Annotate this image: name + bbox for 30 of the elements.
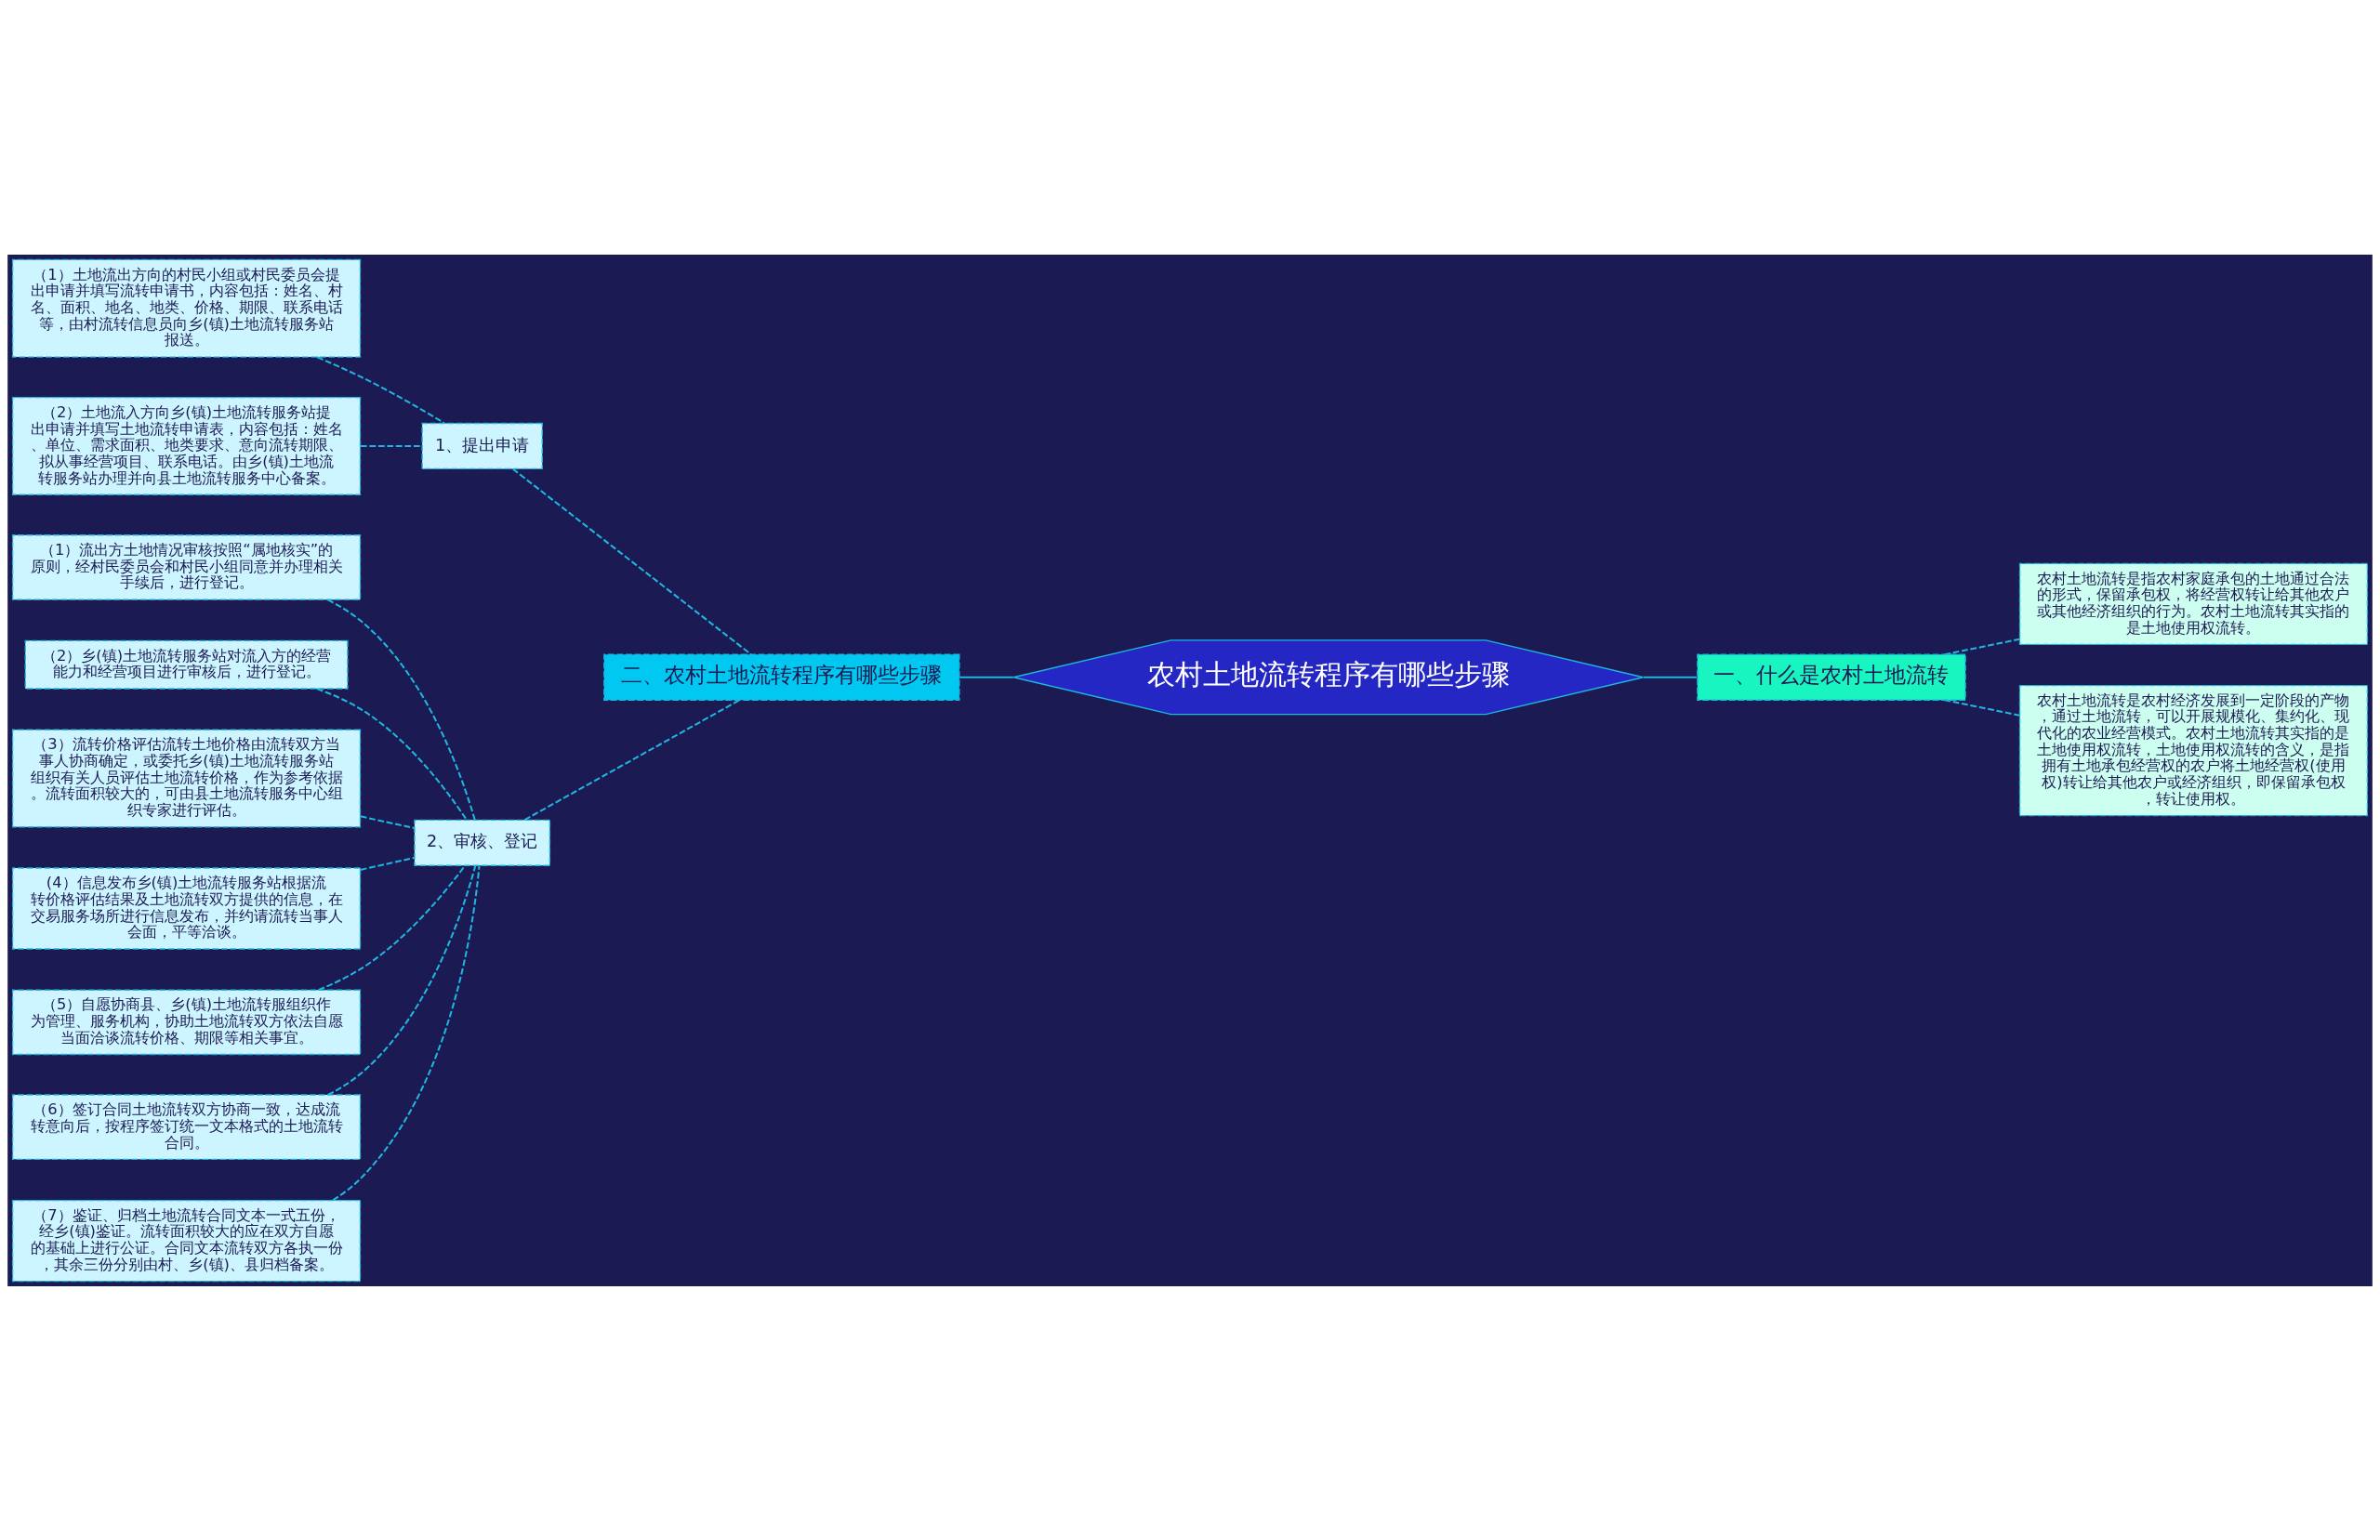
node-box: （2）土地流入方向乡(镇)土地流转服务站提出申请并填写土地流转申请表，内容包括：姓名、单位、需求面积、地类要求、意向流转期限、拟从事经营项目、联系电话。由乡(镇)土地流转服务站办理并向县土地流转服务中心备案。: [11, 396, 362, 495]
node-box: （6）签订合同土地流转双方协商一致，达成流转意向后，按程序签订统一文本格式的土地流转合同。: [11, 1093, 362, 1160]
node-box: （1）土地流出方向的村民小组或村民委员会提出申请并填写流转申请书，内容包括：姓名、村名、面积、地名、地类、价格、期限、联系电话等，由村流转信息员向乡(镇)土地流转服务站报送。: [11, 258, 362, 358]
node-box: 2、审核、登记: [414, 819, 551, 866]
node-box: （3）流转价格评估流转土地价格由流转双方当事人协商确定，或委托乡(镇)土地流转服务站组织有关人员评估土地流转价格，作为参考依据。流转面积较大的，可由县土地流转服务中心组织专家进行评估。: [11, 729, 362, 827]
connector: [318, 864, 466, 991]
connector: [360, 856, 415, 871]
connector: [1643, 676, 1698, 678]
connector: [959, 676, 1013, 678]
node-box: 二、农村土地流转程序有哪些步骤: [603, 653, 960, 701]
node-box: （2）乡(镇)土地流转服务站对流入方的经营能力和经营项目进行审核后，进行登记。: [24, 639, 349, 690]
node-box: 农村土地流转是农村经济发展到一定阶段的产物，通过土地流转，可以开展规模化、集约化、现代化的农业经营模式。农村土地流转其实指的是土地使用权流转，土地使用权流转的含义，是指拥有土地承包经营权的农户将土地经营权(使用权)转让给其他农户或经济组织，即保留承包权，转让使用权。: [2018, 684, 2369, 816]
node-box: 1、提出申请: [421, 422, 543, 469]
node-box: 农村土地流转是指农村家庭承包的土地通过合法的形式，保留承包权，将经营权转让给其他农户或其他经济组织的行为。农村土地流转其实指的是土地使用权流转。: [2018, 562, 2369, 645]
connector: [1944, 698, 2020, 717]
connector: [360, 444, 422, 447]
connector: [512, 467, 752, 655]
connector: [360, 814, 415, 829]
connector: [316, 687, 468, 820]
node-box: 一、什么是农村土地流转: [1697, 653, 1966, 701]
connector: [327, 598, 476, 820]
node-box: （1）流出方土地情况审核按照“属地核实”的原则，经村民委员会和村民小组同意并办理相关手续后，进行登记。: [11, 533, 362, 600]
node-box: (4）信息发布乡(镇)土地流转服务站根据流转价格评估结果及土地流转双方提供的信息，在交易服务场所进行信息发布，并约请流转当事人会面，平等洽谈。: [11, 866, 362, 950]
connector: [327, 864, 477, 1096]
connector: [1944, 638, 2020, 655]
node-box: （5）自愿协商县、乡(镇)土地流转服组织作为管理、服务机构，协助土地流转双方依法自愿当面洽谈流转价格、期限等相关事宜。: [11, 989, 362, 1055]
connector: [523, 698, 740, 821]
node-box: （7）鉴证、归档土地流转合同文本一式五份，经乡(镇)鉴证。流转面积较大的应在双方自愿的基础上进行公证。合同文本流转双方各执一份，其余三份分别由村、乡(镇)、县归档备案。: [11, 1199, 362, 1282]
connector: [332, 865, 481, 1201]
connector: [316, 355, 445, 424]
